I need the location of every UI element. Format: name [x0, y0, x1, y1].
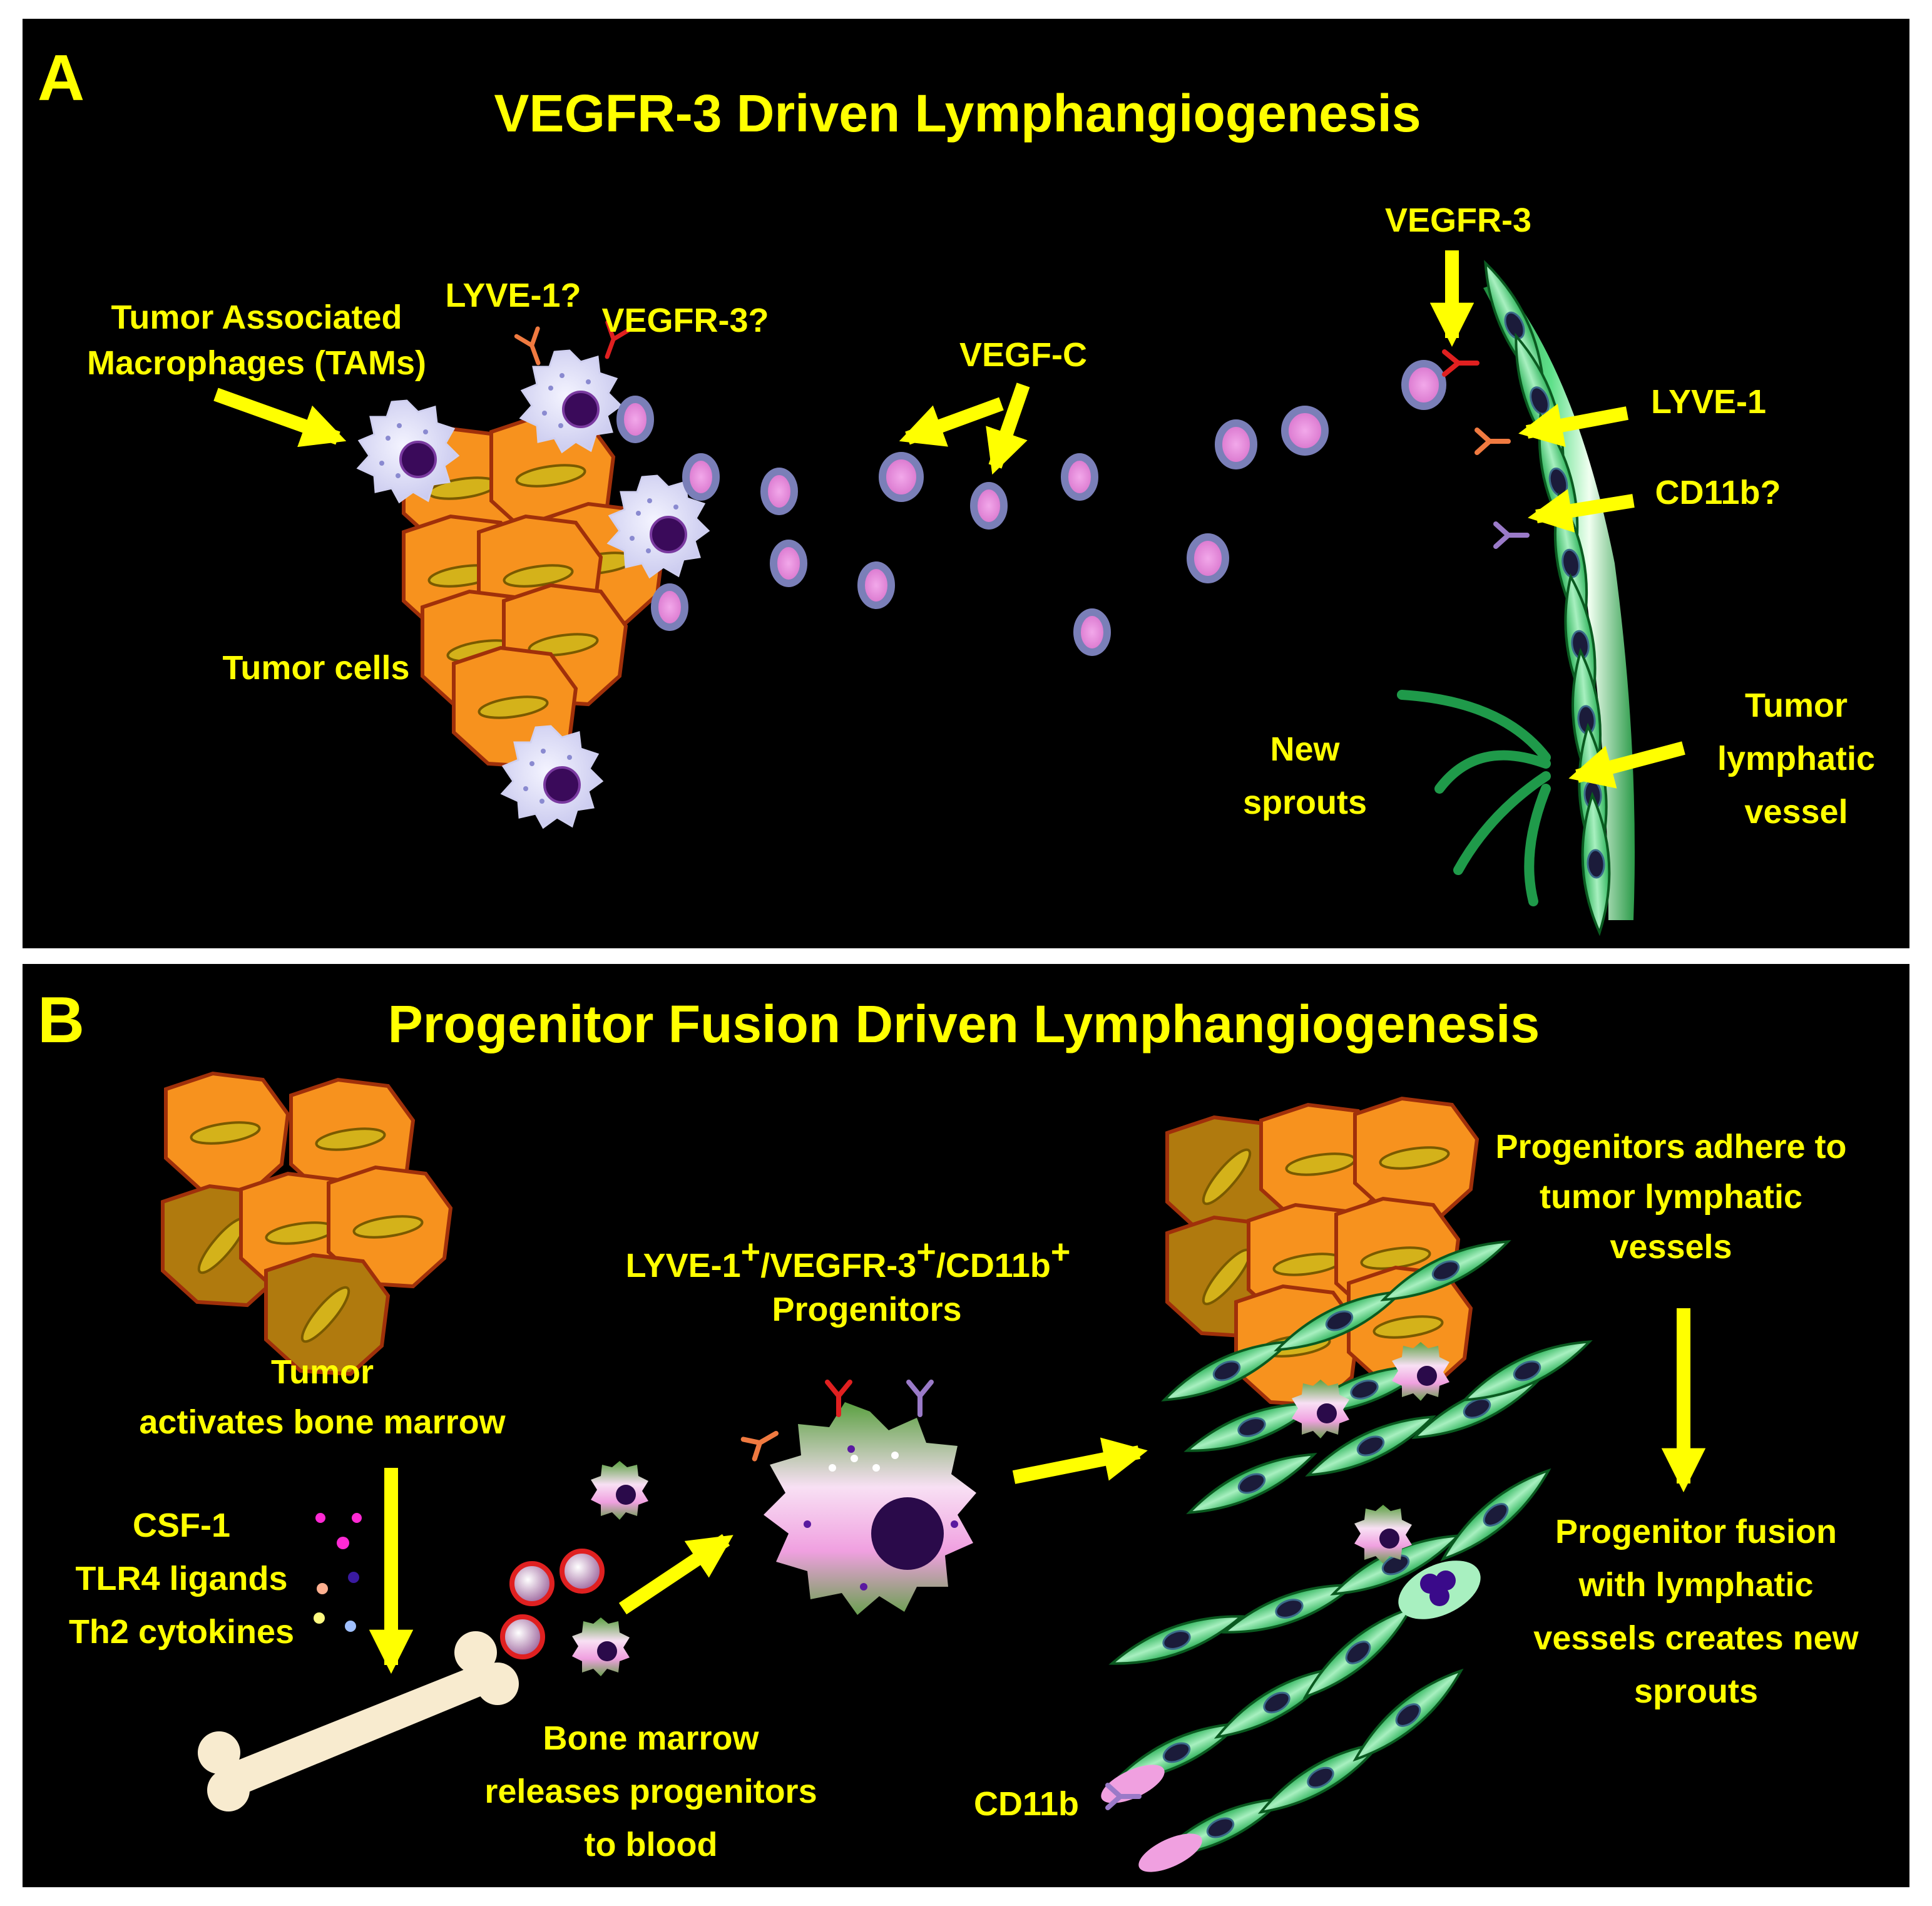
label-vegfc: VEGF-C: [959, 336, 1087, 374]
label-cd11b: CD11b: [974, 1785, 1079, 1823]
vegfr3-receptor-tam: [605, 320, 631, 359]
panel-b-letter: B: [38, 984, 84, 1057]
label-tams-line1: Tumor Associated: [111, 299, 402, 336]
label-progenitors-lyve1: LYVE-1: [626, 1247, 741, 1284]
label-vessel-line1: Tumor: [1745, 687, 1848, 724]
label-bone-line2: releases progenitors: [484, 1773, 817, 1810]
cd11b-receptor-progenitor: [906, 1380, 934, 1417]
label-tumor-line1: Tumor: [271, 1353, 374, 1391]
label-adhere-line3: vessels: [1610, 1228, 1732, 1266]
label-tumor-line2: activates bone marrow: [139, 1403, 506, 1441]
label-fusion-line3: vessels creates new: [1533, 1619, 1859, 1657]
label-progenitors-sup: +: [916, 1233, 936, 1271]
label-vessel-line2: lymphatic: [1717, 740, 1875, 777]
progenitor-large: [764, 1402, 976, 1615]
bone: [198, 1631, 519, 1811]
label-progenitors-line2: Progenitors: [772, 1291, 961, 1328]
label-vegfr3-q: VEGFR-3?: [601, 302, 769, 339]
arrows-a: [213, 250, 1685, 789]
label-tlr4: TLR4 ligands: [75, 1560, 287, 1597]
label-th2: Th2 cytokines: [69, 1613, 294, 1651]
label-bone-line3: to blood: [585, 1826, 718, 1863]
panel-b-title: Progenitor Fusion Driven Lymphangiogenes…: [388, 995, 1540, 1053]
label-tams-line2: Macrophages (TAMs): [87, 344, 426, 382]
label-fusion-line1: Progenitor fusion: [1555, 1513, 1837, 1550]
arrows-b: [369, 1308, 1706, 1674]
label-tumor-cells: Tumor cells: [222, 649, 409, 687]
label-progenitors-sup: +: [741, 1233, 761, 1271]
vegfc-particles: [616, 360, 1446, 656]
label-lyve1: LYVE-1: [1651, 383, 1766, 421]
cytokine-dots: [314, 1513, 362, 1632]
lymphatic-network-b: [1101, 1228, 1597, 1872]
new-sprouts: [1397, 690, 1551, 906]
label-progenitors-markers: LYVE-1+/VEGFR-3+/CD11b+: [626, 1233, 1071, 1284]
label-progenitors-cd11b: /CD11b: [936, 1247, 1051, 1284]
label-adhere-line1: Progenitors adhere to: [1495, 1128, 1846, 1166]
red-blood-cells: [500, 1549, 605, 1659]
panel-a-title: VEGFR-3 Driven Lymphangiogenesis: [494, 84, 1421, 143]
label-csf1: CSF-1: [133, 1507, 230, 1544]
label-fusion-line4: sprouts: [1634, 1673, 1758, 1710]
label-cd11b-q: CD11b?: [1655, 474, 1781, 511]
label-new-sprouts-line1: New: [1270, 730, 1340, 768]
panel-a-letter: A: [38, 42, 84, 115]
label-new-sprouts-line2: sprouts: [1243, 784, 1367, 821]
label-progenitors-sup: +: [1051, 1233, 1071, 1271]
label-fusion-line2: with lymphatic: [1578, 1566, 1813, 1604]
lyve1-receptor-tam: [514, 326, 541, 366]
label-bone-line1: Bone marrow: [543, 1719, 759, 1757]
label-progenitors-vegfr3: /VEGFR-3: [760, 1247, 916, 1284]
label-adhere-line2: tumor lymphatic: [1540, 1178, 1802, 1216]
label-vegfr3: VEGFR-3: [1385, 202, 1531, 239]
vegfr3-receptor: [1442, 349, 1480, 377]
label-vessel-line3: vessel: [1744, 793, 1848, 831]
label-lyve1-q: LYVE-1?: [445, 277, 581, 314]
